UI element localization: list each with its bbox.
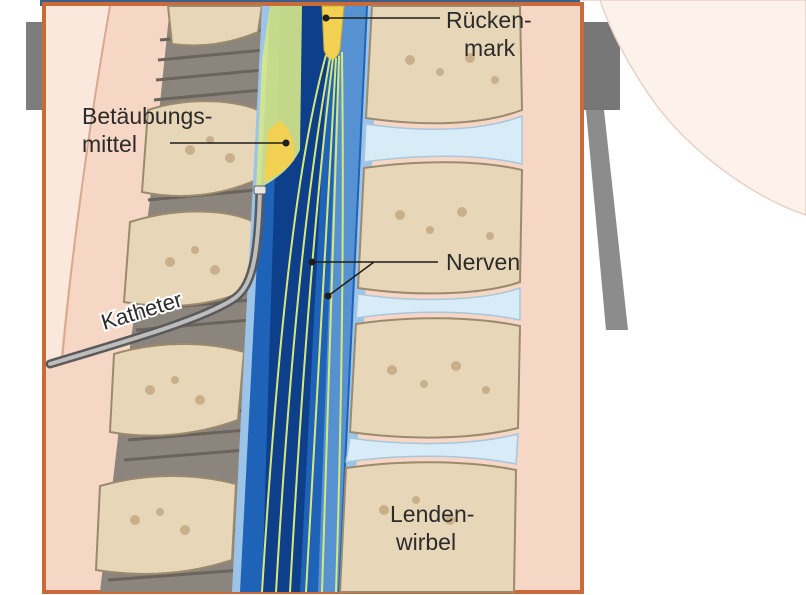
spinal-cord-label-line1: Rücken- (446, 6, 532, 34)
table-leg (586, 110, 628, 330)
spinal-cord-label-line2: mark (446, 34, 532, 62)
spinal-cord-label: Rücken- mark (446, 6, 532, 62)
catheter-tip (254, 186, 266, 194)
anesthetic-label: Betäubungs- mittel (82, 102, 212, 158)
lumbar-vertebra-label-line1: Lenden- (390, 500, 474, 528)
nerves-label-text: Nerven (446, 248, 520, 276)
lumbar-vertebra-label: Lenden- wirbel (390, 500, 474, 556)
anesthetic-label-line2: mittel (82, 130, 212, 158)
anesthetic-label-line1: Betäubungs- (82, 102, 212, 130)
nerves-label: Nerven (446, 248, 520, 276)
lumbar-vertebra-label-line2: wirbel (390, 528, 474, 556)
